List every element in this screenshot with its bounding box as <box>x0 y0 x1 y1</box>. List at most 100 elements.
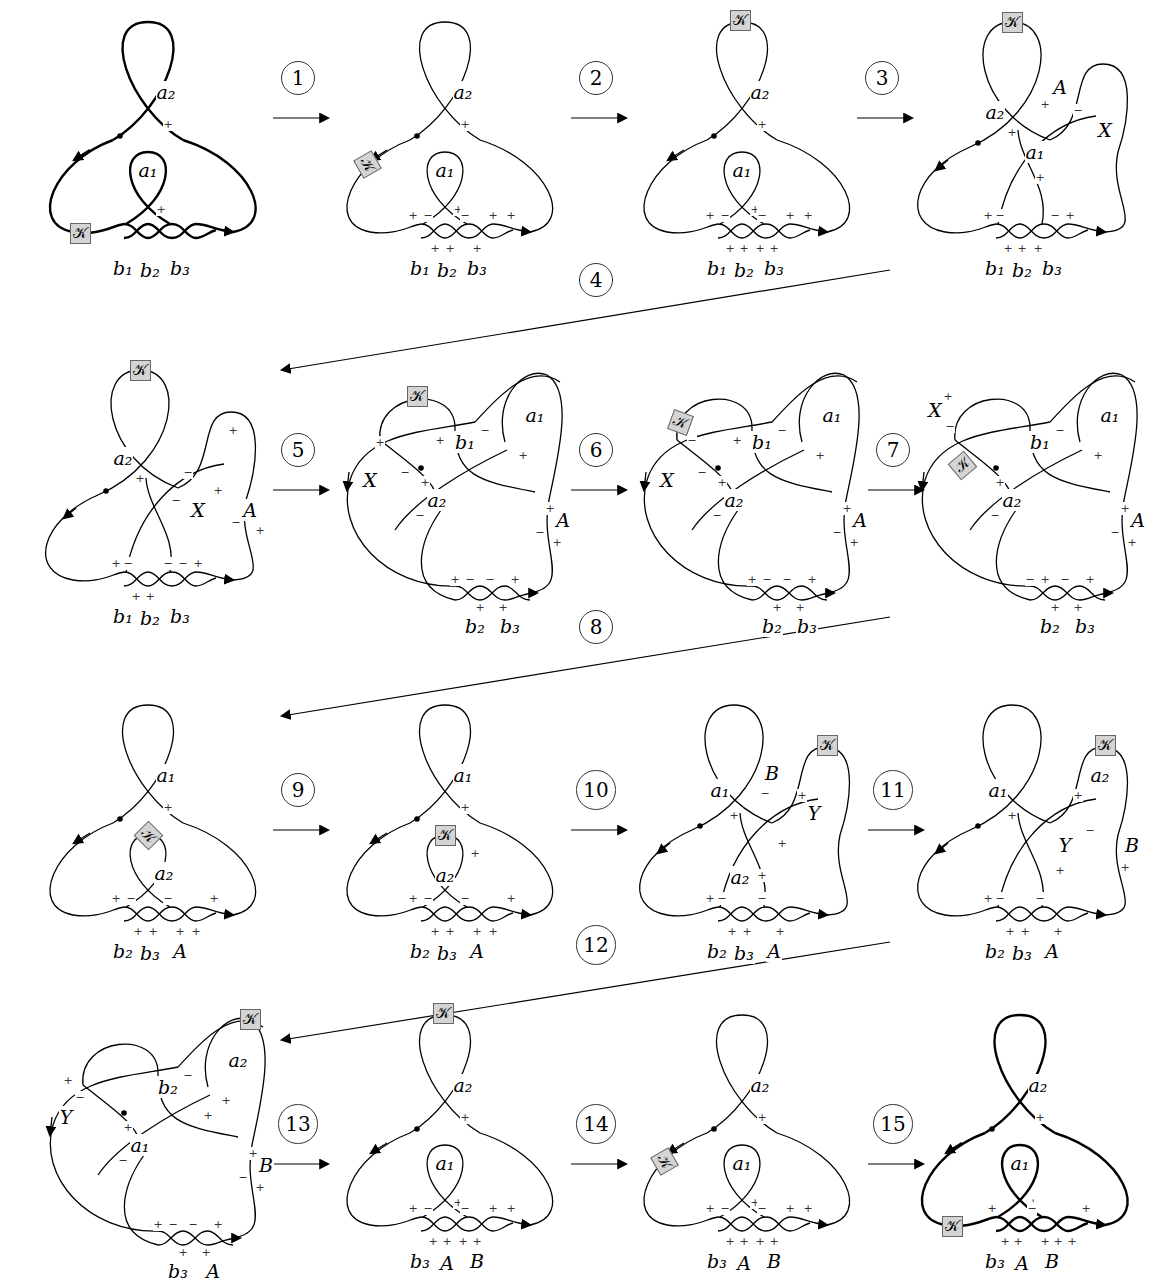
knot-strand <box>113 22 183 140</box>
knot-box: 𝒦 <box>133 820 163 850</box>
crossing-sign: + <box>757 1111 766 1124</box>
knot-strand <box>183 140 256 232</box>
crossing-sign: − <box>717 892 726 905</box>
strand-label: b₃ <box>139 942 161 964</box>
knot-strand <box>455 428 535 492</box>
strand-label: A <box>205 1260 221 1282</box>
knot-strand <box>74 833 90 843</box>
crossing-sign: − <box>171 494 180 507</box>
crossing-sign: + <box>420 476 429 489</box>
strand-label: b₂ <box>706 940 728 962</box>
crossing-sign: + <box>148 925 157 938</box>
strand-label: b₂ <box>409 940 431 962</box>
knot-strand <box>955 399 1030 440</box>
crossing-sign: + <box>445 242 454 255</box>
strand-label: b₃ <box>1011 942 1033 964</box>
strand-label: B <box>766 1250 782 1272</box>
strand-label: X <box>1097 119 1113 141</box>
strand-label: a₂ <box>724 489 745 511</box>
strand-label: b₁ <box>1029 431 1051 453</box>
knot-panel <box>50 1018 265 1245</box>
crossing-sign: − <box>178 557 187 570</box>
knot-strand <box>421 1217 513 1231</box>
crossing-sign: + <box>460 1111 469 1124</box>
step-number: 1 <box>281 61 315 95</box>
knot-strand <box>98 1095 210 1175</box>
basepoint-dot <box>711 133 717 139</box>
knot-strand <box>347 1133 421 1226</box>
step-label: 7 <box>887 440 900 460</box>
knot-box: 𝒦 <box>667 409 694 436</box>
crossing-sign: + <box>729 809 738 822</box>
strand-label: A <box>439 1252 455 1274</box>
strand-label: a₁ <box>138 159 159 181</box>
knot-strand <box>98 370 178 495</box>
crossing-sign: + <box>769 1235 778 1248</box>
knot-strand <box>126 152 170 224</box>
step-number: 2 <box>579 61 613 95</box>
step-number: 15 <box>873 1104 912 1143</box>
strand-label: a₂ <box>730 866 751 888</box>
crossing-sign: + <box>472 1235 481 1248</box>
crossing-sign: + <box>785 209 794 222</box>
knot-strand <box>918 147 996 233</box>
strand-label: a₁ <box>525 404 546 426</box>
knot-symbol: 𝒦 <box>410 389 424 404</box>
step-label: 11 <box>880 780 905 800</box>
knot-strand <box>371 1143 387 1153</box>
strand-label: b₂ <box>1039 615 1061 637</box>
crossing-sign: − <box>415 509 424 522</box>
crossing-sign: + <box>727 925 736 938</box>
crossing-sign: + <box>705 209 714 222</box>
crossing-sign: + <box>203 1109 212 1122</box>
knot-box: 𝒦 <box>1095 735 1116 756</box>
strand-label: b₃ <box>499 615 521 637</box>
crossing-sign: − <box>757 1202 766 1215</box>
crossing-sign: + <box>1120 861 1129 874</box>
crossing-sign: − <box>762 573 771 586</box>
strand-label: a₁ <box>732 159 753 181</box>
knot-strand <box>83 1085 158 1245</box>
knot-strand <box>922 472 924 490</box>
knot-strand <box>777 140 850 232</box>
crossing-sign: + <box>458 1235 467 1248</box>
knot-box: 𝒦 <box>817 735 838 756</box>
strand-label: B <box>258 1154 274 1176</box>
knot-strand <box>421 907 530 921</box>
step-number: 13 <box>278 1104 317 1143</box>
crossing-sign: + <box>1000 1235 1009 1248</box>
crossing-sign: − <box>460 1202 469 1215</box>
crossing-sign: + <box>506 892 515 905</box>
crossing-sign: − <box>1050 209 1059 222</box>
crossing-sign: + <box>445 925 454 938</box>
strand-label: A <box>1052 76 1068 98</box>
knot-box: 𝒦 <box>1002 12 1023 33</box>
crossing-sign: + <box>510 573 519 586</box>
basepoint-dot <box>117 816 123 822</box>
strand-label: b₁ <box>706 257 728 279</box>
strand-label: X <box>659 469 675 491</box>
crossing-sign: + <box>1120 502 1129 515</box>
basepoint-dot <box>715 465 721 471</box>
knot-strand <box>183 823 256 915</box>
basepoint-dot <box>711 1126 717 1132</box>
crossing-sign: + <box>475 601 484 614</box>
crossing-sign: + <box>1040 573 1049 586</box>
crossing-sign: + <box>807 573 816 586</box>
crossing-sign: + <box>460 801 469 814</box>
basepoint-dot <box>121 1110 127 1116</box>
strand-label: a₂ <box>1028 1074 1049 1096</box>
strand-label: a₂ <box>156 81 177 103</box>
step-arrow <box>273 489 328 490</box>
knot-strand <box>718 224 827 238</box>
knot-strand <box>970 705 1050 830</box>
knot-symbol: 𝒦 <box>436 1006 450 1021</box>
knot-panel <box>644 22 850 238</box>
crossing-sign: + <box>133 925 142 938</box>
crossing-sign: + <box>755 242 764 255</box>
strand-label: a₁ <box>732 1152 753 1174</box>
crossing-sign: + <box>1067 1235 1076 1248</box>
crossing-sign: + <box>209 892 218 905</box>
